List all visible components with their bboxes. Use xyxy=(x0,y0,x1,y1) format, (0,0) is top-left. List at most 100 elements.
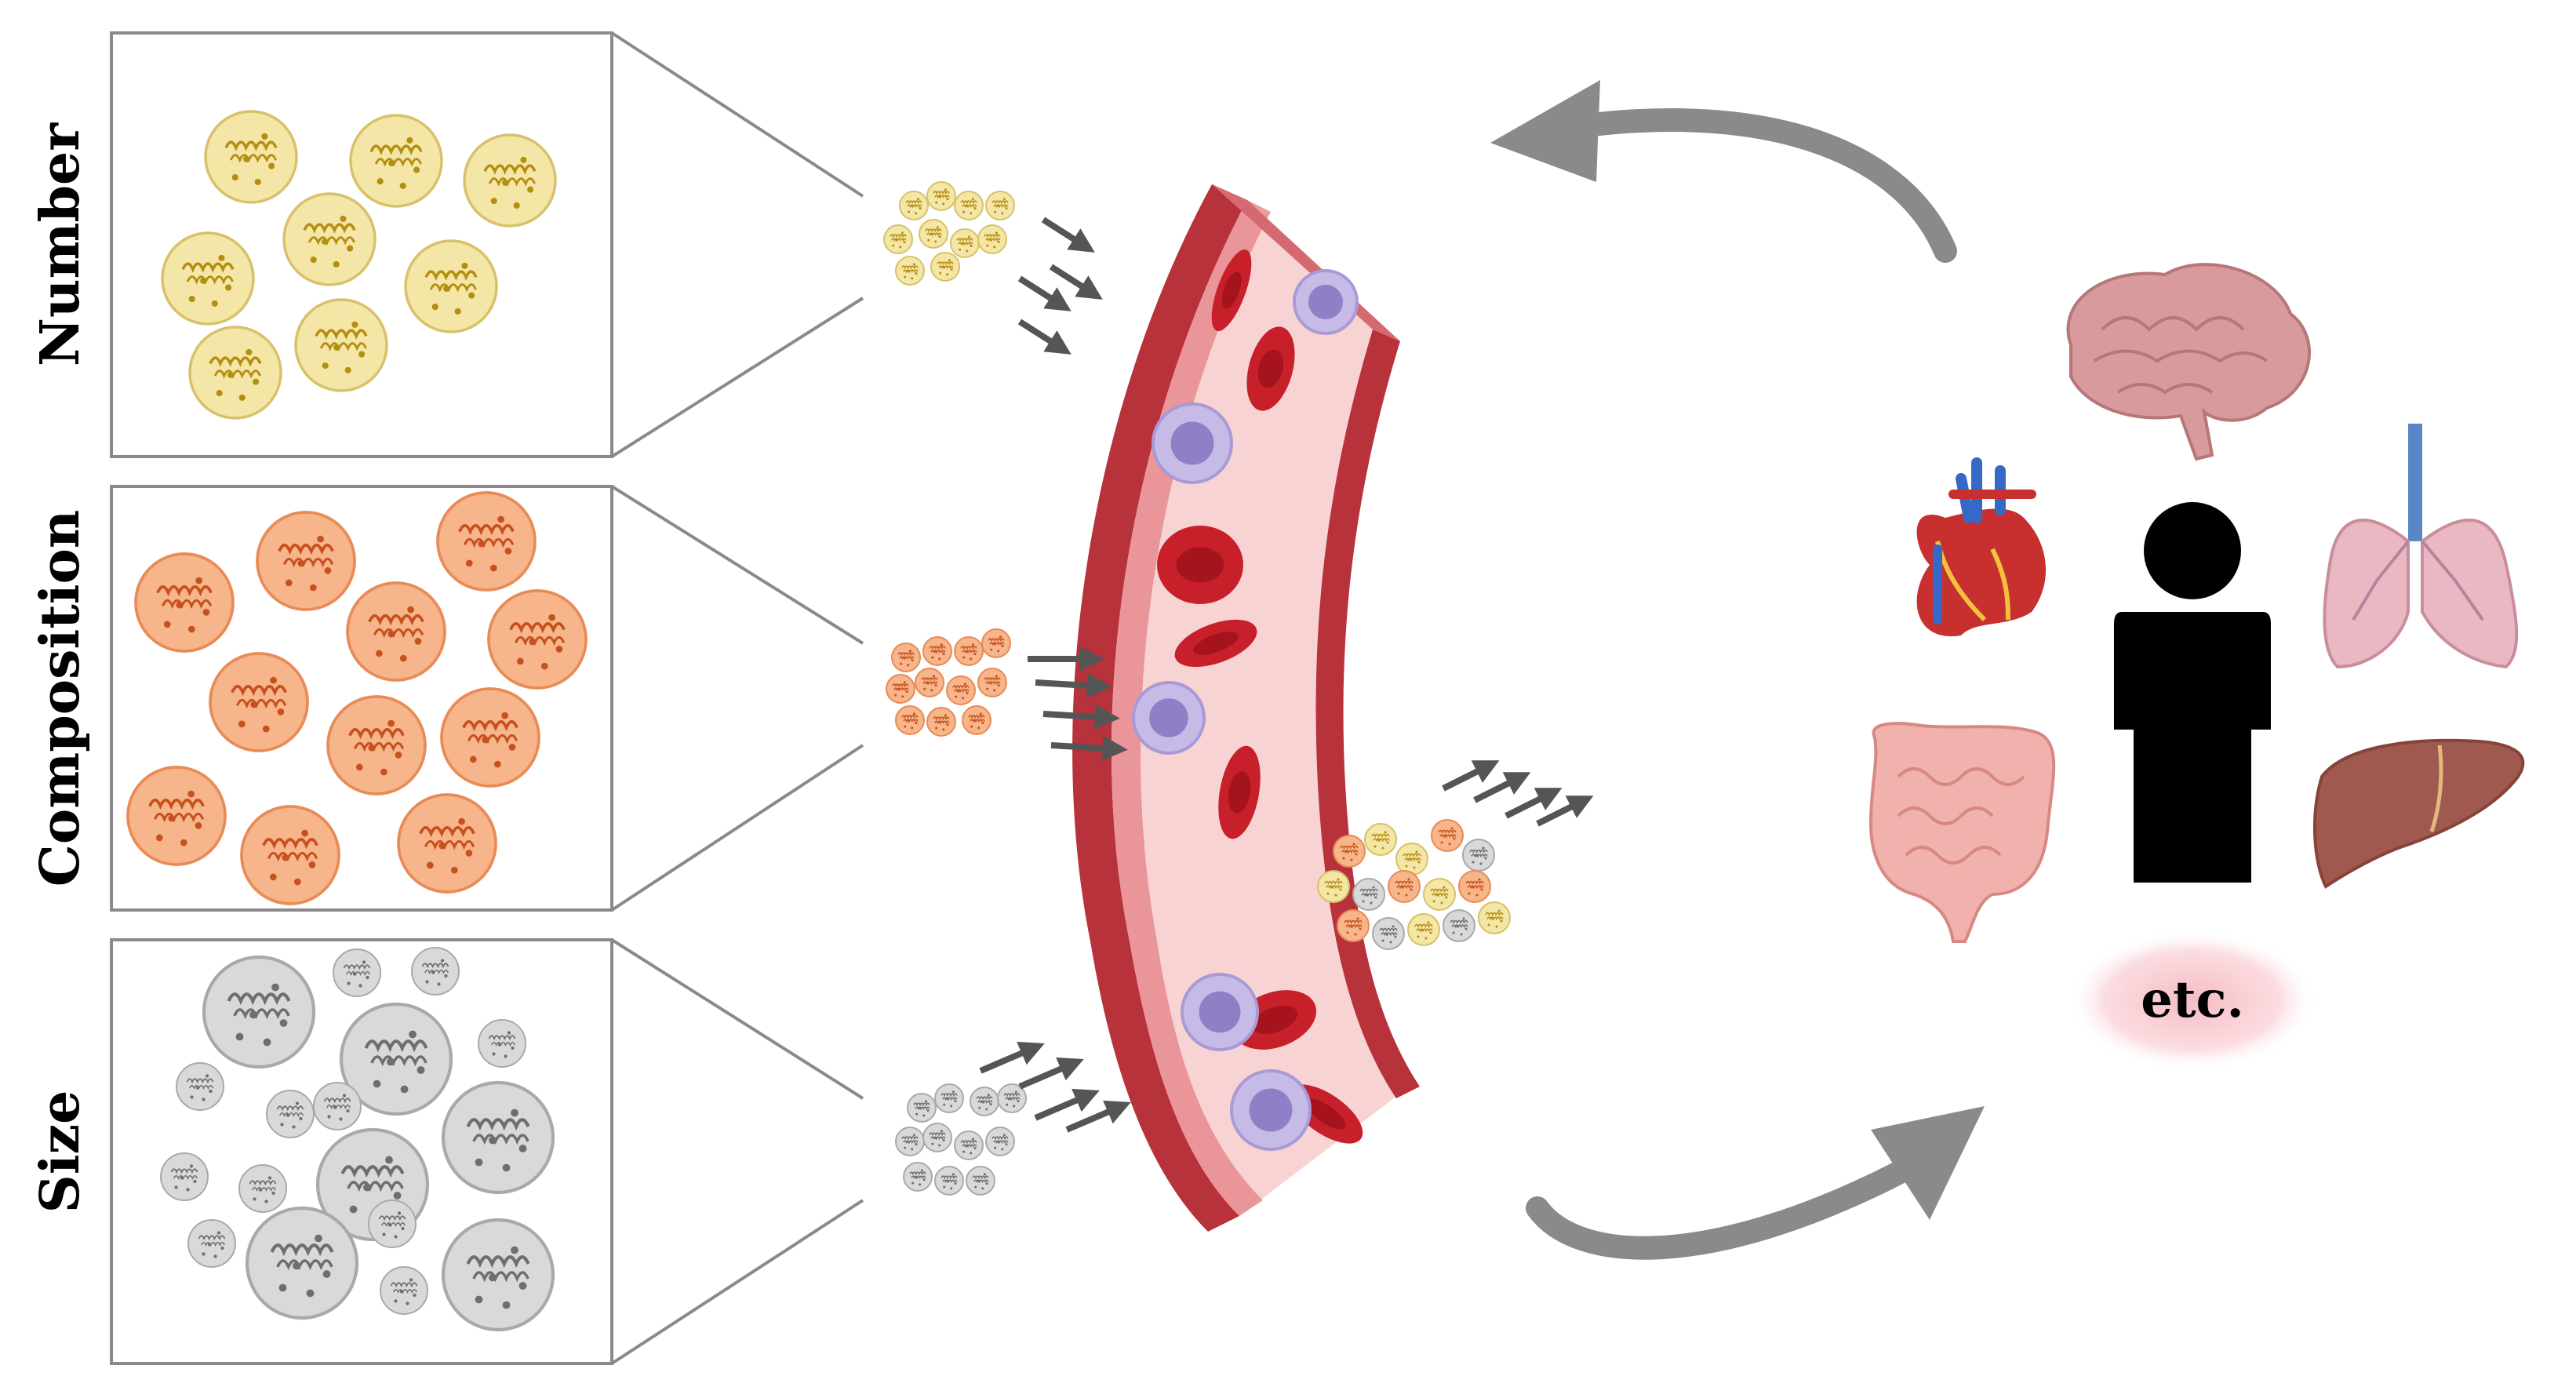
red-blood-cell xyxy=(1218,745,1261,839)
gray-vesicle-cargo-dot xyxy=(502,1163,511,1172)
white-blood-cell-nucleus xyxy=(1308,285,1343,319)
small-orange-vesicle-rna-strand xyxy=(921,677,938,682)
orange-vesicle xyxy=(134,552,235,653)
orange-vesicle-rna-strand-2 xyxy=(514,635,566,646)
gray-vesicle-cargo-dot xyxy=(504,1054,508,1058)
small-gray-vesicle-cargo-dot xyxy=(950,1187,953,1190)
small-gray-vesicle-cargo-dot xyxy=(954,1100,957,1103)
small-gray-vesicle-cargo-dot xyxy=(934,1137,937,1140)
small-yellow-vesicle-rna-strand-2 xyxy=(891,238,907,242)
vessel-outer-wall-left xyxy=(1072,184,1247,1232)
mixed-vesicle-rna-strand xyxy=(1450,919,1468,924)
small-orange-vesicle-cargo-dot xyxy=(911,659,914,662)
orange-vesicle-rna-strand-2 xyxy=(463,537,515,548)
yellow-vesicle-rna-strand-2 xyxy=(374,158,422,167)
mixed-vesicle-cargo-dot xyxy=(1472,861,1475,864)
small-yellow-vesicle-cargo-dot xyxy=(936,226,939,229)
small-orange-vesicle-cargo-dot xyxy=(979,712,982,715)
small-gray-vesicle-cargo-dot xyxy=(946,1098,949,1101)
mixed-vesicle-rna-strand xyxy=(1438,829,1457,834)
small-gray-vesicle-cargo-dot xyxy=(951,1090,955,1094)
mixed-vesicle-cargo-dot xyxy=(1429,931,1432,934)
gray-vesicle-rna-strand xyxy=(340,1165,405,1178)
yellow-vesicle-cargo-dot xyxy=(520,156,527,163)
gray-vesicle-cargo-dot xyxy=(342,1094,347,1098)
orange-vesicle-cargo-dot xyxy=(195,822,202,829)
orange-vesicle-cargo-dot xyxy=(270,676,277,684)
mixed-vesicle-cargo-dot xyxy=(1374,845,1377,848)
mixed-vesicle-cargo-dot xyxy=(1417,935,1420,938)
mixed-vesicle-cargo-dot xyxy=(1326,892,1330,895)
small-yellow-vesicle-rna-strand xyxy=(890,234,907,238)
gray-vesicle-rna-strand-2 xyxy=(472,1134,529,1145)
orange-vesicle-rna-strand xyxy=(419,826,475,838)
mixed-vesicle-cargo-dot xyxy=(1389,941,1392,944)
white-blood-cell xyxy=(1152,402,1233,484)
small-yellow-vesicle-cargo-dot xyxy=(1002,198,1006,201)
gray-vesicle-cargo-dot xyxy=(363,1183,371,1192)
gray-vesicle xyxy=(313,1082,362,1130)
small-gray-vesicle-cargo-dot xyxy=(983,1173,986,1176)
mixed-vesicle xyxy=(1337,909,1370,942)
transport-arrow xyxy=(1034,1088,1100,1121)
mixed-vesicle xyxy=(1317,870,1350,903)
gray-vesicle-cargo-dot xyxy=(258,1188,263,1192)
mixed-vesicle-cargo-dot xyxy=(1421,929,1424,932)
yellow-vesicle-cargo-dot xyxy=(261,133,268,140)
orange-vesicle-cargo-dot xyxy=(399,654,407,662)
gray-vesicle xyxy=(333,948,381,997)
mixed-vesicle-cargo-dot xyxy=(1377,839,1381,842)
orange-vesicle xyxy=(209,652,309,752)
small-yellow-vesicle-cargo-dot xyxy=(989,238,992,242)
small-gray-vesicle-cargo-dot xyxy=(911,1148,914,1151)
white-blood-cell xyxy=(1181,973,1259,1051)
heart-icon xyxy=(1916,457,2047,637)
gray-vesicle-rna-strand-2 xyxy=(345,971,371,976)
gray-vesicle-rna-strand-2 xyxy=(173,1175,198,1180)
transport-arrow xyxy=(1041,217,1095,253)
gray-vesicle-cargo-dot xyxy=(352,972,357,976)
red-blood-cell-center xyxy=(1305,1098,1346,1130)
mixed-vesicle xyxy=(1423,878,1456,911)
red-blood-cell-center xyxy=(1176,547,1224,583)
small-gray-vesicle xyxy=(985,1127,1015,1156)
small-orange-vesicle xyxy=(977,668,1007,697)
silhouette-head xyxy=(2144,502,2241,599)
yellow-vesicle-rna-strand xyxy=(315,329,368,340)
mixed-vesicle-cargo-dot xyxy=(1334,894,1337,897)
small-yellow-vesicle-rna-strand-2 xyxy=(926,232,942,237)
yellow-vesicle-rna-strand xyxy=(303,223,356,234)
gray-vesicle-cargo-dot xyxy=(444,974,448,978)
mixed-vesicle-rna-strand-2 xyxy=(1404,857,1421,862)
gray-vesicle-cargo-dot xyxy=(195,1086,200,1090)
gray-vesicle-rna-strand xyxy=(170,1168,198,1174)
orange-vesicle xyxy=(326,695,427,795)
gray-vesicle-rna-strand xyxy=(227,992,291,1006)
red-blood-cell-center xyxy=(1221,271,1242,309)
small-gray-vesicle-rna-strand xyxy=(941,1093,958,1098)
small-orange-vesicle-cargo-dot xyxy=(993,643,996,646)
small-orange-vesicle xyxy=(946,675,976,705)
mixed-vesicle-cargo-dot xyxy=(1427,921,1430,924)
yellow-vesicle-cargo-dot xyxy=(388,159,395,166)
small-orange-vesicle-cargo-dot xyxy=(981,722,984,725)
gray-vesicle xyxy=(441,1080,555,1195)
small-yellow-vesicle-rna-strand-2 xyxy=(907,204,922,209)
gray-vesicle-cargo-dot xyxy=(440,959,445,963)
orange-vesicle-cargo-dot xyxy=(180,839,187,846)
gray-vesicle-cargo-dot xyxy=(401,1226,405,1231)
small-orange-vesicle-rna-strand-2 xyxy=(922,681,938,686)
small-orange-vesicle-cargo-dot xyxy=(997,650,1000,653)
small-yellow-vesicle xyxy=(883,224,913,254)
small-yellow-vesicle-cargo-dot xyxy=(962,210,966,213)
small-yellow-vesicle-cargo-dot xyxy=(997,205,1000,208)
mixed-vesicle-cargo-dot xyxy=(1479,862,1483,865)
orange-vesicle-rna-strand-2 xyxy=(153,812,205,823)
mixed-vesicle-cargo-dot xyxy=(1440,841,1443,844)
silhouette-body xyxy=(2114,612,2271,883)
mixed-vesicle-rna-strand xyxy=(1403,853,1421,857)
small-yellow-vesicle-cargo-dot xyxy=(916,198,919,201)
gray-vesicle-cargo-dot xyxy=(347,981,351,985)
small-orange-vesicle-rna-strand xyxy=(988,638,1005,643)
human-silhouette xyxy=(2114,502,2271,883)
